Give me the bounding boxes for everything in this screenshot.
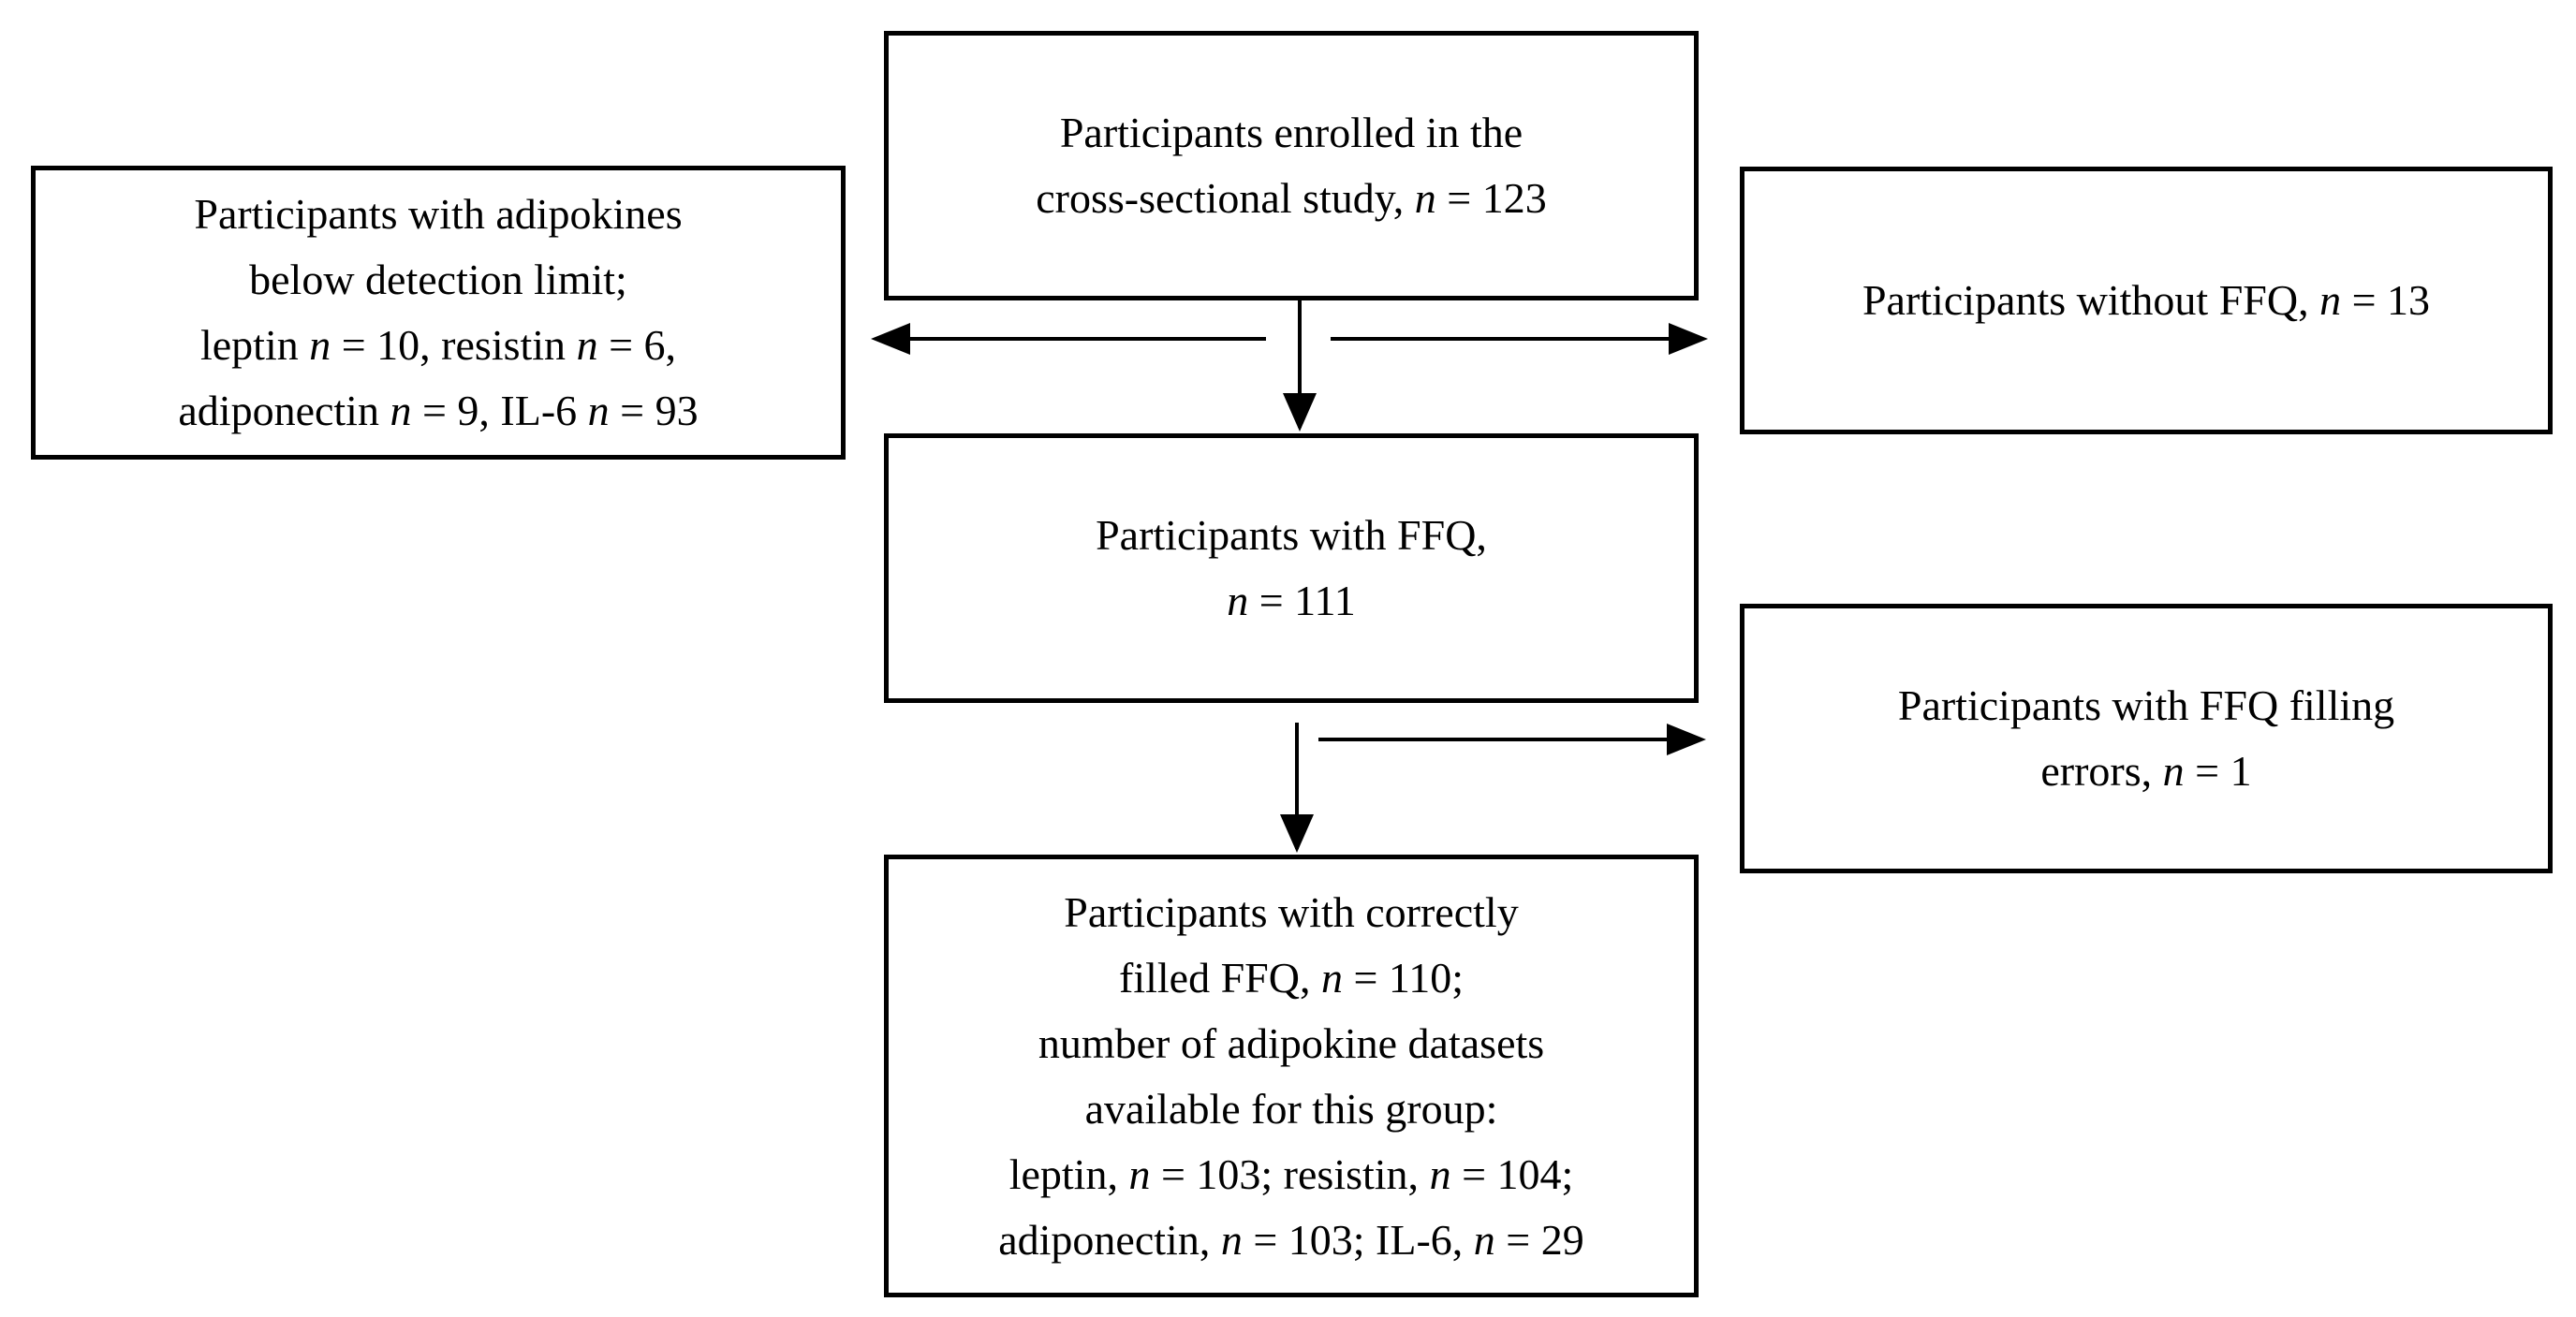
text-line: leptin n = 10, resistin n = 6, [199,321,677,369]
arrow-down-to-correctly-filled-icon [1280,814,1314,853]
box-without-ffq: Participants without FFQ, n = 13 [1740,167,2553,434]
text-line: Participants with FFQ, [1096,511,1487,559]
text-line: cross-sectional study, n = 123 [1036,174,1547,222]
text-line: available for this group: [1084,1084,1498,1133]
text-line: Participants enrolled in the [1059,109,1524,156]
arrow-right-to-ffq-errors-icon [1667,724,1706,755]
text-line: Participants with FFQ filling [1897,681,2395,729]
text-line: Participants with correctly [1064,887,1519,936]
text-line: number of adipokine datasets [1038,1018,1545,1067]
text-line: n = 111 [1227,577,1356,624]
box-ffq-filling-errors: Participants with FFQ filling errors, n =… [1740,604,2553,873]
text-line: adiponectin, n = 103; IL-6, n = 29 [998,1215,1584,1264]
box-enrolled: Participants enrolled in the cross-sectio… [884,31,1699,300]
text-line: Participants without FFQ, n = 13 [1862,276,2431,324]
text-line: errors, n = 1 [2040,747,2252,795]
text-line: leptin, n = 103; resistin, n = 104; [1008,1149,1574,1198]
arrow-down-to-with-ffq-icon [1283,393,1317,432]
text-line: below detection limit; [249,256,627,303]
box-correctly-filled-ffq: Participants with correctly filled FFQ, n… [884,855,1699,1297]
arrow-left-to-below-detection-icon [871,323,910,355]
text-line: filled FFQ, n = 110; [1119,953,1464,1002]
text-line: Participants with adipokines [194,190,683,238]
text-line: adiponectin n = 9, IL-6 n = 93 [178,387,699,434]
box-with-ffq: Participants with FFQ, n = 111 [884,433,1699,703]
arrow-right-to-without-ffq-icon [1669,323,1708,355]
box-below-detection-limit: Participants with adipokines below detect… [31,166,846,460]
